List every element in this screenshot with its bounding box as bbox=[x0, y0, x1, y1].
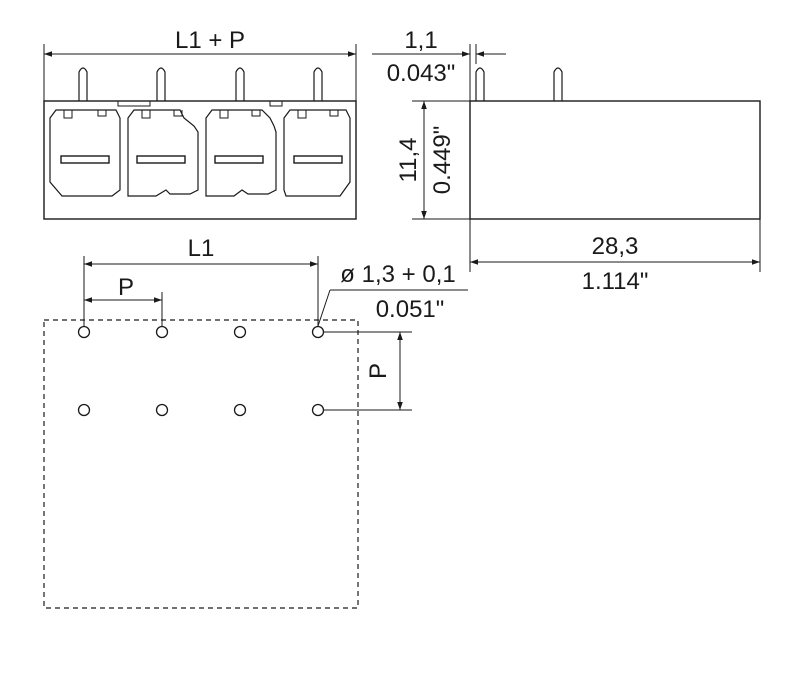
depth-mm: 28,3 bbox=[592, 233, 639, 260]
hole-row2-3 bbox=[233, 403, 247, 417]
hole-row1-4 bbox=[311, 325, 325, 339]
side-view: 1,1 0.043" 11,4 0.449" 28,3 1.114" bbox=[372, 27, 761, 295]
height-mm: 11,4 bbox=[395, 138, 422, 183]
clamp-opening-3 bbox=[205, 109, 277, 197]
dimension-row-pitch: P bbox=[324, 331, 412, 411]
clamp-opening-1 bbox=[49, 109, 121, 197]
pin-2 bbox=[156, 67, 166, 101]
wire-slot-3 bbox=[214, 155, 264, 164]
pin-4 bbox=[313, 67, 323, 101]
pin-3 bbox=[235, 67, 245, 101]
mounting-holes bbox=[77, 325, 325, 417]
dimension-depth: 28,3 1.114" bbox=[469, 219, 761, 295]
pin-offset-mm: 1,1 bbox=[404, 27, 437, 54]
wire-slot-4 bbox=[293, 155, 343, 164]
front-pins bbox=[78, 67, 323, 101]
clamp-openings bbox=[49, 109, 351, 197]
pcb-footprint: L1 P ø 1,3 + 0,1 0.051" P bbox=[43, 235, 468, 609]
dimension-pin-offset: 1,1 0.043" bbox=[372, 27, 506, 101]
footprint-outline bbox=[43, 319, 359, 609]
dimension-hole-diameter: ø 1,3 + 0,1 0.051" bbox=[317, 261, 468, 327]
hole-row1-1 bbox=[77, 325, 91, 339]
hole-row1-3 bbox=[233, 325, 247, 339]
latch-band bbox=[117, 101, 283, 107]
housing-outline bbox=[43, 100, 357, 220]
hole-diameter-mm: ø 1,3 + 0,1 bbox=[340, 261, 455, 288]
front-view: L1 + P bbox=[43, 27, 357, 220]
row-pitch-label: P bbox=[365, 363, 392, 379]
pitch-label: P bbox=[118, 274, 134, 301]
hole-row2-1 bbox=[77, 403, 91, 417]
hole-row2-4 bbox=[311, 403, 325, 417]
clamp-opening-2 bbox=[127, 109, 199, 197]
pin-1 bbox=[78, 67, 88, 101]
side-body-outline bbox=[469, 100, 761, 220]
dimension-pitch: P bbox=[84, 274, 163, 326]
dimension-height: 11,4 0.449" bbox=[395, 100, 470, 220]
hole-row1-2 bbox=[155, 325, 169, 339]
wire-slot-2 bbox=[136, 155, 186, 164]
height-in: 0.449" bbox=[429, 126, 456, 195]
l1-label: L1 bbox=[188, 235, 215, 262]
dimension-front-width: L1 + P bbox=[43, 27, 357, 101]
front-width-label: L1 + P bbox=[175, 27, 245, 54]
hole-diameter-in: 0.051" bbox=[376, 296, 445, 323]
clamp-opening-4 bbox=[283, 109, 351, 197]
hole-row2-2 bbox=[155, 403, 169, 417]
wire-slot-1 bbox=[60, 155, 110, 164]
side-pin-2 bbox=[553, 67, 563, 101]
pin-offset-in: 0.043" bbox=[387, 60, 456, 87]
depth-in: 1.114" bbox=[582, 268, 649, 295]
side-pin-1 bbox=[475, 67, 485, 101]
dimension-l1: L1 bbox=[83, 235, 319, 326]
